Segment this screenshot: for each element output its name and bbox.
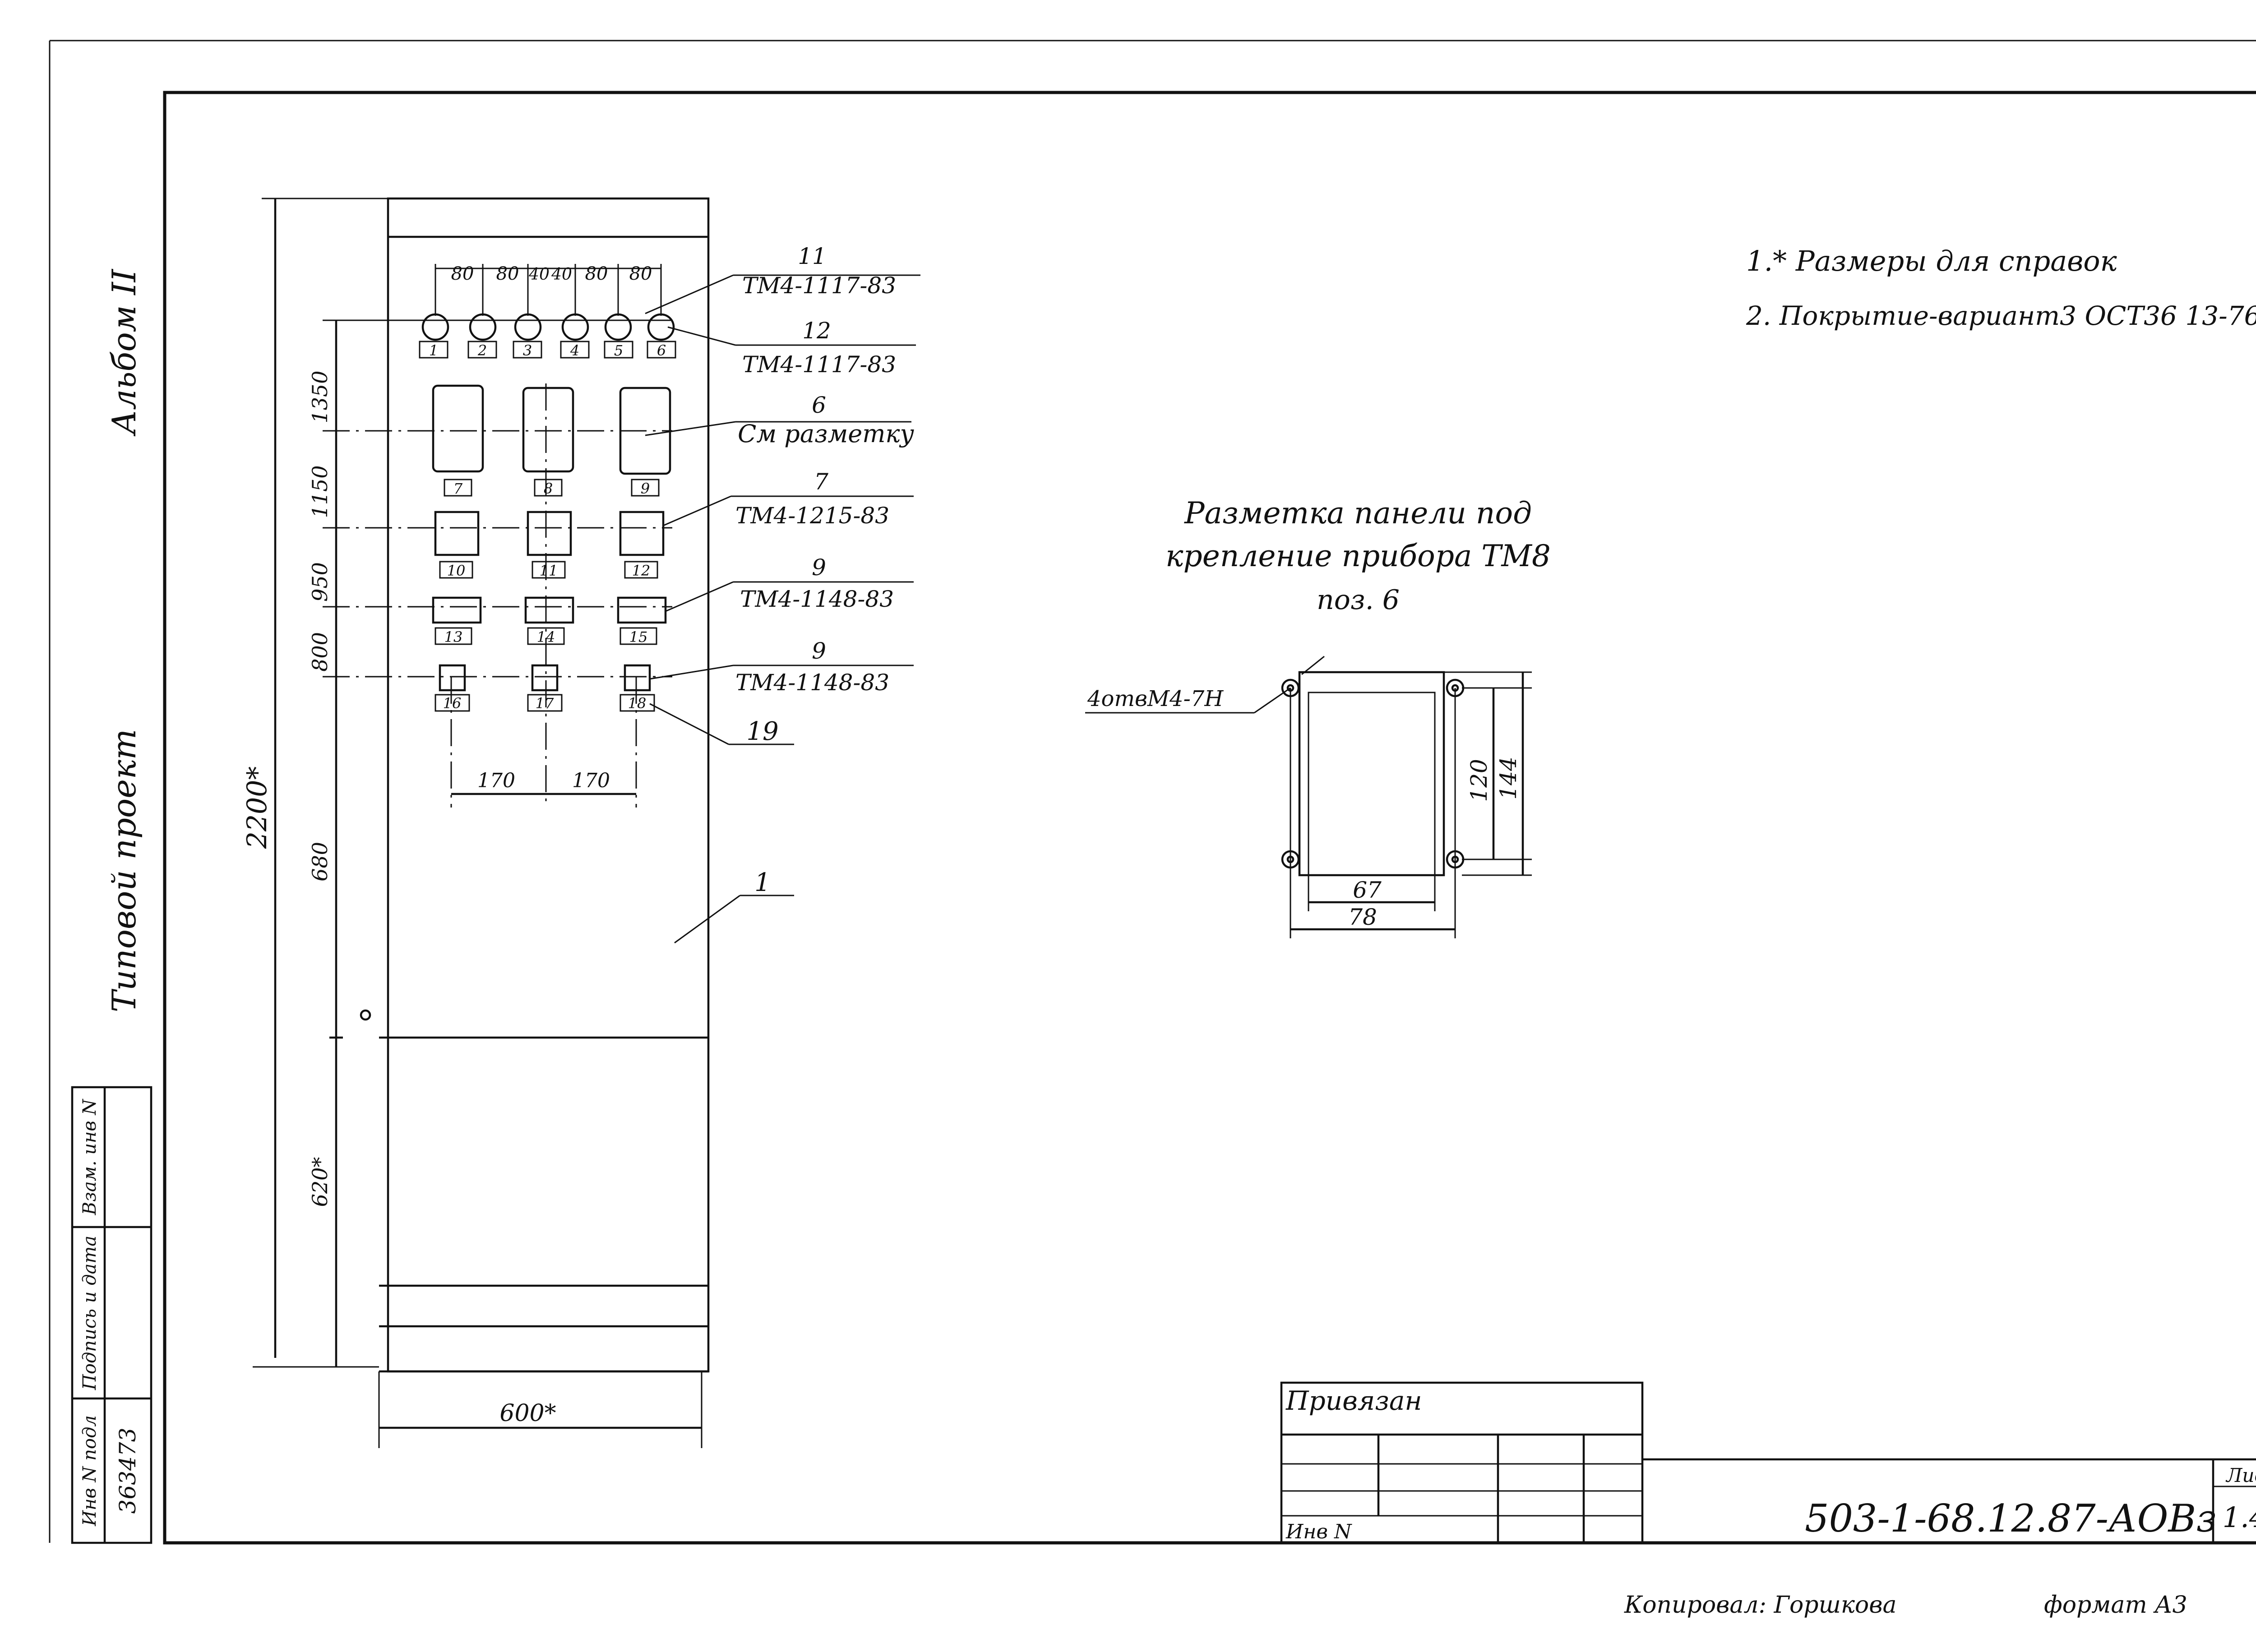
callout-7-ref: ТМ4-1215-83 — [735, 503, 889, 529]
detail-hole-note: 4отвМ4-7Н — [1087, 686, 1224, 711]
row3-devices — [434, 511, 665, 579]
dim-width: 600* — [499, 1400, 556, 1427]
title-sheet-label: Лист — [2225, 1464, 2256, 1486]
detail-drawing — [1085, 655, 1532, 938]
title-sheet-value: 1.4 — [2223, 1501, 2256, 1534]
top-dim-1: 80 — [451, 263, 474, 284]
stamp-inv-number: 363473 — [115, 1428, 141, 1514]
title-block — [1280, 1381, 2256, 1544]
project-label: Типовой проект — [105, 729, 143, 1012]
note-2: 2. Покрытие-вариант3 ОСТ36 13-76 — [1746, 300, 2256, 331]
callout-9a-ref: ТМ4-1148-83 — [740, 586, 894, 612]
stamp-signature: Подпись и дата — [79, 1236, 100, 1390]
detail-title-1: Разметка панели под — [1184, 496, 1532, 531]
dim-800: 800 — [308, 632, 332, 672]
panel-width-dim — [378, 1371, 703, 1448]
row1-label-4: 4 — [570, 342, 579, 359]
row2-label-7: 7 — [453, 480, 463, 497]
row5-label-18: 18 — [628, 695, 647, 712]
row3-label-12: 12 — [632, 562, 651, 579]
callout-12-ref: ТМ4-1117-83 — [742, 351, 896, 378]
row1-devices — [419, 313, 676, 359]
callout-9b-ref: ТМ4-1148-83 — [735, 669, 889, 696]
detail-title-2: крепление прибора ТМ8 — [1165, 539, 1551, 573]
callout-11-ref: ТМ4-1117-83 — [742, 272, 896, 299]
row5-label-17: 17 — [536, 695, 554, 712]
bottom-dim-1: 170 — [477, 769, 515, 792]
bottom-dim-2: 170 — [572, 769, 610, 792]
callout-11-pos: 11 — [798, 243, 827, 269]
callout-6-ref: См разметку — [738, 420, 915, 448]
callout-9b-pos: 9 — [812, 638, 826, 664]
title-inv-label: Инв N — [1285, 1520, 1352, 1543]
footer-copied: Копировал: Горшкова — [1624, 1592, 1896, 1619]
callout-19-pos: 19 — [746, 717, 778, 746]
detail-dim-120: 120 — [1466, 759, 1492, 802]
panel-centerlines — [323, 319, 672, 808]
dim-620: 620* — [308, 1157, 332, 1207]
row4-devices — [432, 596, 667, 645]
row3-label-11: 11 — [540, 562, 558, 579]
sheet-frame — [49, 40, 2256, 1545]
dim-overall-height: 2200* — [241, 766, 273, 849]
dim-1150: 1150 — [308, 465, 332, 518]
note-1: 1.* Размеры для справок — [1746, 245, 2117, 277]
row1-label-1: 1 — [429, 342, 438, 359]
panel-vertical-dims — [253, 198, 388, 1368]
dim-1350: 1350 — [308, 370, 332, 423]
callout-7-pos: 7 — [814, 469, 828, 495]
top-dim-5: 80 — [585, 263, 608, 284]
detail-dim-78: 78 — [1348, 904, 1377, 930]
body-leader-label: 1 — [754, 868, 771, 897]
top-dim-3: 40 — [528, 265, 550, 284]
row4-label-14: 14 — [537, 628, 555, 646]
stamp-vzam: Взам. инв N — [79, 1098, 100, 1216]
row5-label-16: 16 — [443, 695, 462, 712]
album-label: Альбом II — [105, 268, 143, 437]
title-bound-label: Привязан — [1285, 1385, 1422, 1416]
detail-dim-144: 144 — [1495, 757, 1521, 799]
panel-outline — [360, 197, 710, 1373]
top-dim-6: 80 — [629, 263, 652, 284]
row1-label-2: 2 — [477, 342, 487, 359]
callout-9a-pos: 9 — [812, 554, 826, 581]
row2-devices — [432, 384, 671, 497]
row3-label-10: 10 — [447, 562, 466, 579]
row1-label-6: 6 — [657, 342, 666, 359]
detail-title-3: поз. 6 — [1317, 584, 1400, 616]
detail-dim-67: 67 — [1353, 877, 1382, 903]
left-stamp — [71, 1086, 153, 1544]
row4-label-15: 15 — [629, 628, 648, 646]
top-dim-2: 80 — [496, 263, 519, 284]
top-dim-4: 40 — [551, 265, 572, 284]
dim-680: 680 — [308, 842, 332, 881]
callout-leaders — [645, 274, 920, 944]
row1-label-3: 3 — [523, 342, 532, 359]
row1-label-5: 5 — [614, 342, 623, 359]
footer-format: формат А3 — [2044, 1592, 2187, 1619]
stamp-inv: Инв N подл — [79, 1415, 100, 1527]
dim-950: 950 — [308, 562, 332, 602]
title-designation: 503-1-68.12.87-АОВз — [1805, 1496, 2217, 1541]
callout-12-pos: 12 — [802, 318, 831, 344]
row2-label-8: 8 — [544, 480, 553, 497]
row2-label-9: 9 — [641, 480, 650, 497]
row5-devices — [435, 664, 655, 712]
row4-label-13: 13 — [444, 628, 463, 646]
callout-6-pos: 6 — [812, 392, 826, 418]
